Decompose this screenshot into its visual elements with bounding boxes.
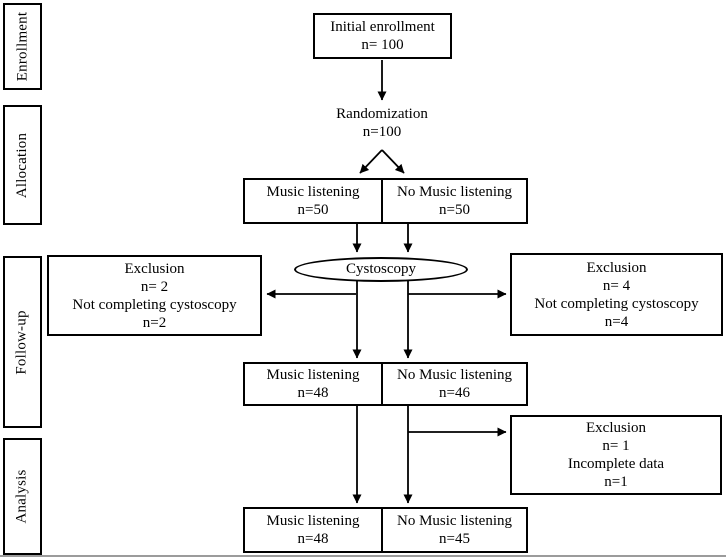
box-count: n=4: [604, 313, 629, 330]
box-line: No Music listening: [397, 367, 512, 383]
arrow-split-right: [381, 149, 405, 174]
box-line: Not completing cystoscopy: [72, 296, 237, 313]
exclusion-analysis-box: Exclusion n= 1 Incomplete data n=1: [510, 415, 722, 495]
stage-label-enrollment: Enrollment: [3, 3, 42, 90]
analysis-nomusic-box: No Music listening n=45: [381, 507, 528, 553]
box-line: Exclusion: [124, 260, 185, 277]
arrow-split-left: [359, 149, 383, 174]
box-count: n=50: [297, 202, 329, 218]
cystoscopy-ellipse: Cystoscopy: [294, 257, 468, 282]
exclusion-left-box: Exclusion n= 2 Not completing cystoscopy…: [47, 255, 262, 336]
box-count: n=2: [142, 314, 167, 331]
box-line: Exclusion: [586, 420, 646, 436]
exclusion-right-box: Exclusion n= 4 Not completing cystoscopy…: [510, 253, 723, 336]
box-count: n=45: [439, 531, 470, 547]
box-line: No Music listening: [397, 513, 512, 529]
stage-label-text: Enrollment: [14, 11, 30, 82]
box-count: n= 1: [602, 438, 630, 454]
stage-label-text: Allocation: [14, 132, 31, 198]
stage-label-analysis: Analysis: [3, 438, 42, 555]
box-line: Incomplete data: [567, 456, 665, 472]
stage-label-text: Analysis: [14, 469, 31, 524]
allocation-music-box: Music listening n=50: [243, 178, 383, 224]
box-count: n=48: [297, 531, 329, 547]
box-line: Initial enrollment: [330, 19, 435, 35]
box-count: n= 2: [140, 278, 169, 295]
box-line: Music listening: [266, 513, 360, 529]
randomization-label: Randomization n=100: [302, 103, 462, 143]
ellipse-label: Cystoscopy: [345, 261, 416, 277]
box-count: n=50: [439, 202, 470, 218]
box-count: n=48: [297, 385, 329, 401]
stage-label-text: Follow-up: [14, 309, 30, 375]
box-count: n= 100: [361, 37, 404, 53]
initial-enrollment-box: Initial enrollment n= 100: [313, 13, 452, 59]
followup-music-box: Music listening n=48: [243, 362, 383, 406]
box-count: n=1: [604, 474, 628, 490]
box-line: Randomization: [336, 106, 428, 122]
box-count: n= 4: [602, 277, 631, 294]
stage-label-allocation: Allocation: [3, 105, 42, 225]
box-count: n=46: [439, 385, 470, 401]
allocation-nomusic-box: No Music listening n=50: [381, 178, 528, 224]
box-line: Exclusion: [586, 259, 647, 276]
box-line: No Music listening: [397, 184, 512, 200]
followup-nomusic-box: No Music listening n=46: [381, 362, 528, 406]
box-line: Music listening: [266, 367, 360, 383]
stage-label-followup: Follow-up: [3, 256, 42, 428]
box-line: Not completing cystoscopy: [534, 295, 699, 312]
analysis-music-box: Music listening n=48: [243, 507, 383, 553]
box-line: Music listening: [266, 184, 360, 200]
box-count: n=100: [362, 124, 402, 140]
figure-bottom-rule: [0, 555, 726, 557]
